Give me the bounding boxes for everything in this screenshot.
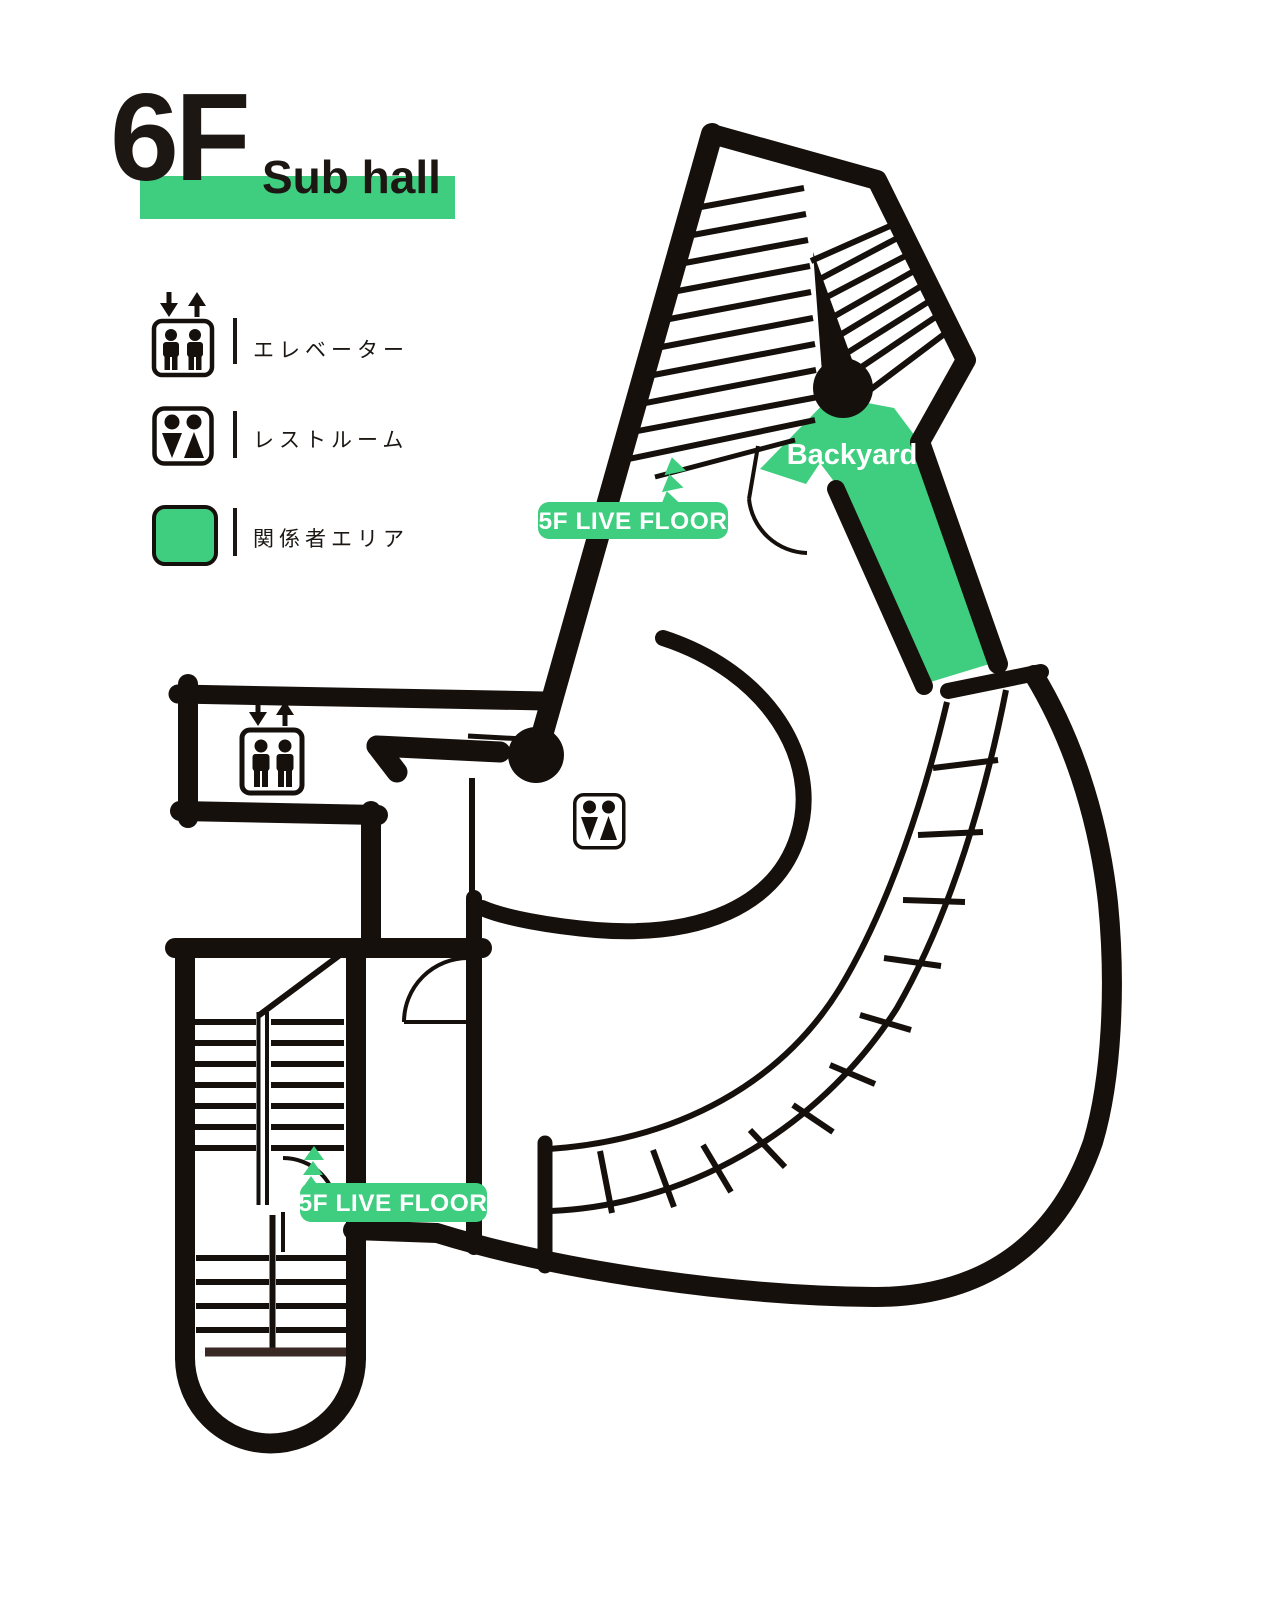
curved-stair-outer-rail bbox=[550, 689, 1009, 1214]
up-arrows-upper bbox=[659, 457, 686, 510]
corridor-wall bbox=[466, 778, 482, 1255]
top-stairwell-steps bbox=[618, 185, 953, 464]
lower-stairwell-steps bbox=[193, 949, 346, 1205]
svg-text:5F LIVE FLOOR: 5F LIVE FLOOR bbox=[299, 1190, 488, 1217]
building-outer-wall bbox=[343, 665, 1122, 1307]
restroom-icon bbox=[152, 406, 214, 466]
elevator-arrows-icon bbox=[160, 292, 206, 317]
live-floor-badge-lower: 5F LIVE FLOOR bbox=[299, 1183, 488, 1222]
legend-divider bbox=[233, 318, 237, 364]
pivot-dot-top bbox=[813, 358, 873, 418]
svg-text:5F LIVE FLOOR: 5F LIVE FLOOR bbox=[539, 508, 728, 535]
top-stairwell-walls bbox=[526, 123, 1049, 764]
title-highlight-bar bbox=[140, 176, 455, 219]
legend-label-restroom: レストルーム bbox=[253, 429, 409, 452]
lower-stairwell-walls bbox=[165, 938, 492, 1454]
live-floor-badge-upper: 5F LIVE FLOOR bbox=[538, 502, 728, 539]
plan-elevator-icon bbox=[239, 701, 305, 796]
stair-wedge bbox=[813, 252, 858, 386]
corridor-door-arc bbox=[402, 956, 469, 1024]
legend-divider bbox=[233, 508, 237, 556]
backyard-label: Backyard bbox=[787, 439, 918, 471]
staff-area-swatch bbox=[152, 505, 218, 566]
elevator-icon bbox=[151, 292, 215, 378]
curved-stair-inner-rail bbox=[548, 701, 950, 1152]
pivot-dot-center bbox=[508, 727, 564, 783]
legend-label-elevator: エレベーター bbox=[253, 339, 409, 362]
hall-subtitle: Sub hall bbox=[262, 151, 441, 203]
u-turn-stair-steps bbox=[196, 1215, 349, 1357]
floor-title: 6F bbox=[110, 69, 251, 207]
plan-restroom-icon bbox=[573, 793, 626, 850]
backyard-staff-area bbox=[760, 396, 996, 684]
backyard-door-arc bbox=[747, 445, 808, 555]
elevator-room-walls bbox=[168, 674, 555, 958]
legend-label-staff-area: 関係者エリア bbox=[253, 528, 409, 551]
hall-inner-curved-wall bbox=[474, 630, 812, 940]
legend-divider bbox=[233, 411, 237, 458]
